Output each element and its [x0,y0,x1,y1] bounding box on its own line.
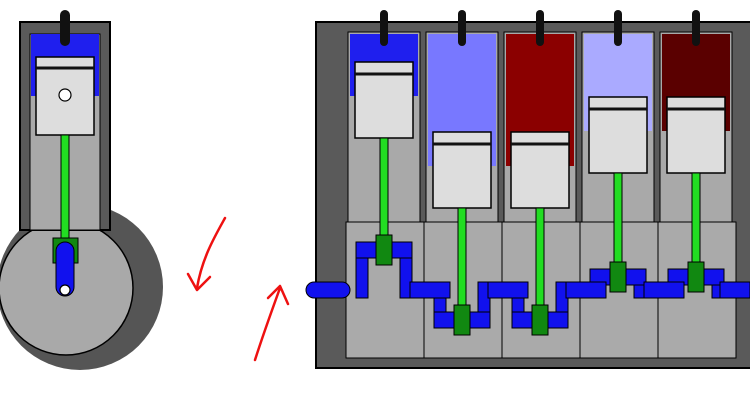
crank-main-journal-3 [487,281,529,299]
rotation-arrow-upper [186,216,227,292]
crank-main-journal-6 [719,281,750,299]
cylinder-3-spark-plug [536,10,544,46]
cylinder-4-rod-bearing [609,261,627,293]
crank-main-journal-1 [305,281,351,299]
cylinder-4-connecting-rod [613,172,623,278]
spark-plugs [380,10,700,46]
rotation-arrows [186,216,290,362]
rotation-arrow-lower [253,284,290,362]
crank-main-journal-2 [409,281,451,299]
cylinder-5-connecting-rod [691,172,701,278]
cylinder-1-rod-bearing [375,234,393,266]
single-crank-arm [55,241,75,297]
single-crank-pin [59,284,71,296]
single-spark-plug [60,10,70,46]
connecting-rods [375,137,705,336]
cylinder-2-spark-plug [458,10,466,46]
cylinder-1-connecting-rod [379,137,389,251]
cylinder-5-spark-plug [692,10,700,46]
cylinder-3-connecting-rod [535,207,545,321]
cylinder-5-rod-bearing [687,261,705,293]
inline-five-engine [305,10,750,369]
cylinder-2-connecting-rod [457,207,467,321]
single-cylinder-engine [0,10,163,370]
cylinder-1-spark-plug [380,10,388,46]
cylinder-3-rod-bearing [531,304,549,336]
crank-main-journal-5 [643,281,685,299]
cylinder-bank [345,31,737,359]
cylinder-4-spark-plug [614,10,622,46]
crank-main-journal-4 [565,281,607,299]
cylinder-2-rod-bearing [453,304,471,336]
single-connecting-rod [60,134,70,241]
single-wrist-pin [58,88,72,102]
crankshaft [305,241,750,329]
